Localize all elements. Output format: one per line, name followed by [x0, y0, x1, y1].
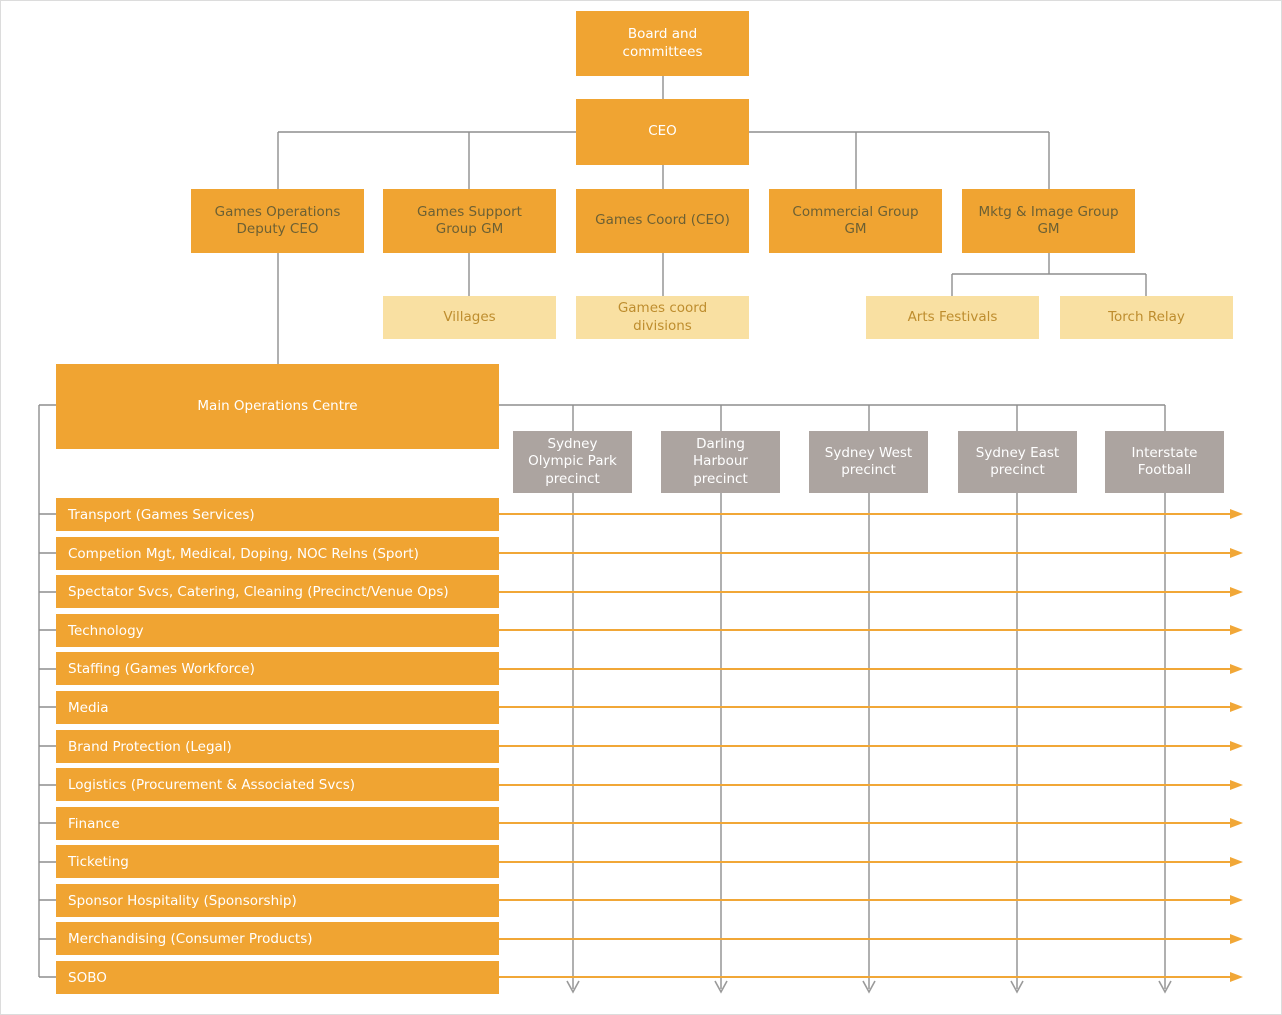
function-bar-spectator-svcs: Spectator Svcs, Catering, Cleaning (Prec…: [56, 575, 499, 608]
function-bar-finance: Finance: [56, 807, 499, 840]
function-bar-brand-protection: Brand Protection (Legal): [56, 730, 499, 763]
function-label: SOBO: [68, 969, 107, 986]
precinct-box-sydney-west: Sydney West precinct: [809, 431, 928, 493]
function-bar-competition-mgt: Competion Mgt, Medical, Doping, NOC Reln…: [56, 537, 499, 570]
function-bar-logistics: Logistics (Procurement & Associated Svcs…: [56, 768, 499, 801]
node-games-support-label: Games Support Group GM: [417, 203, 522, 237]
function-bar-staffing: Staffing (Games Workforce): [56, 652, 499, 685]
node-commercial-group-label: Commercial Group GM: [792, 203, 919, 237]
function-bar-ticketing: Ticketing: [56, 845, 499, 878]
node-arts-festivals-label: Arts Festivals: [907, 308, 998, 325]
node-arts-festivals: Arts Festivals: [866, 296, 1039, 339]
precinct-label: Sydney Olympic Park precinct: [528, 436, 617, 487]
precinct-box-sydney-east: Sydney East precinct: [958, 431, 1077, 493]
node-villages: Villages: [383, 296, 556, 339]
precinct-box-interstate-football: Interstate Football: [1105, 431, 1224, 493]
node-ceo-label: CEO: [648, 123, 677, 140]
function-bar-sponsor-hospitality: Sponsor Hospitality (Sponsorship): [56, 884, 499, 917]
node-mktg-image-group: Mktg & Image Group GM: [962, 189, 1135, 253]
function-label: Logistics (Procurement & Associated Svcs…: [68, 776, 356, 793]
right-arrowheads: [1230, 509, 1243, 982]
node-main-operations-centre: Main Operations Centre: [56, 364, 499, 449]
function-label: Transport (Games Services): [68, 506, 255, 523]
function-label: Technology: [68, 622, 144, 639]
function-label: Spectator Svcs, Catering, Cleaning (Prec…: [68, 583, 449, 600]
precinct-box-darling-harbour: Darling Harbour precinct: [661, 431, 780, 493]
node-games-operations-label: Games Operations Deputy CEO: [214, 203, 341, 237]
precinct-label: Interstate Football: [1131, 444, 1198, 478]
function-arrow-lines: [499, 513, 1230, 978]
function-bar-media: Media: [56, 691, 499, 724]
node-mktg-image-group-label: Mktg & Image Group GM: [978, 203, 1119, 237]
function-label: Media: [68, 699, 109, 716]
node-games-coord-divisions-label: Games coord divisions: [617, 300, 708, 334]
precinct-box-sydney-olympic-park: Sydney Olympic Park precinct: [513, 431, 632, 493]
function-label: Staffing (Games Workforce): [68, 660, 255, 677]
node-villages-label: Villages: [443, 308, 496, 325]
function-bar-transport: Transport (Games Services): [56, 498, 499, 531]
precinct-label: Sydney East precinct: [975, 444, 1060, 478]
precinct-label: Darling Harbour precinct: [693, 436, 748, 487]
node-commercial-group: Commercial Group GM: [769, 189, 942, 253]
node-games-coord: Games Coord (CEO): [576, 189, 749, 253]
node-ceo: CEO: [576, 99, 749, 165]
down-arrowheads: [566, 980, 1172, 994]
function-label: Brand Protection (Legal): [68, 738, 232, 755]
node-board: Board and committees: [576, 11, 749, 76]
function-label: Competion Mgt, Medical, Doping, NOC Reln…: [68, 545, 419, 562]
function-label: Finance: [68, 815, 120, 832]
precinct-label: Sydney West precinct: [824, 444, 913, 478]
node-games-coord-divisions: Games coord divisions: [576, 296, 749, 339]
node-board-label: Board and committees: [622, 26, 703, 60]
node-games-support: Games Support Group GM: [383, 189, 556, 253]
node-games-coord-label: Games Coord (CEO): [595, 212, 730, 229]
function-bar-merchandising: Merchandising (Consumer Products): [56, 922, 499, 955]
node-games-operations: Games Operations Deputy CEO: [191, 189, 364, 253]
function-bar-technology: Technology: [56, 614, 499, 647]
function-bar-sobo: SOBO: [56, 961, 499, 994]
node-torch-relay-label: Torch Relay: [1108, 308, 1185, 325]
function-label: Sponsor Hospitality (Sponsorship): [68, 892, 297, 909]
node-main-operations-centre-label: Main Operations Centre: [197, 397, 358, 414]
function-label: Merchandising (Consumer Products): [68, 930, 313, 947]
function-label: Ticketing: [68, 853, 129, 870]
node-torch-relay: Torch Relay: [1060, 296, 1233, 339]
